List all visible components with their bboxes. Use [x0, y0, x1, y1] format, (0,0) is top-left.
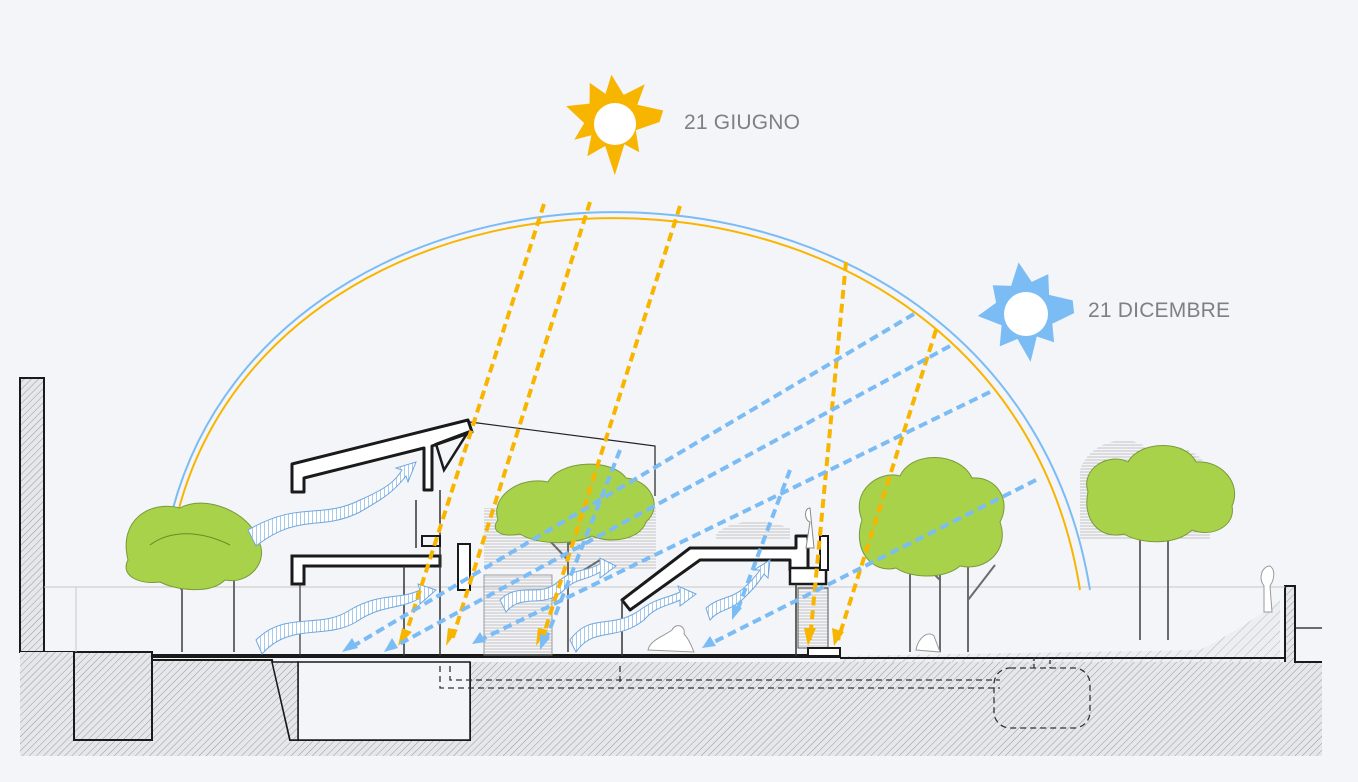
- tree-far-right: [1080, 440, 1236, 640]
- winter-sun-icon: [977, 262, 1075, 362]
- winter-sun-arc: [171, 211, 1091, 591]
- summer-sun-icon: [566, 74, 664, 176]
- summer-sun-rays: [402, 201, 938, 641]
- ground-section: [19, 377, 1322, 756]
- winter-ray-heads: [342, 604, 742, 652]
- tree-right-large: [858, 457, 1005, 652]
- building-right: [620, 507, 841, 657]
- summer-solstice-label: 21 GIUGNO: [684, 111, 801, 134]
- sun-path-arcs: [171, 211, 1091, 591]
- winter-sun-rays: [348, 312, 1037, 650]
- tree-left: [125, 502, 263, 652]
- tree-courtyard: [484, 463, 656, 652]
- winter-solstice-label: 21 DICEMBRE: [1088, 299, 1231, 322]
- people-silhouettes: [647, 565, 1275, 653]
- summer-sun-arc: [177, 217, 1081, 591]
